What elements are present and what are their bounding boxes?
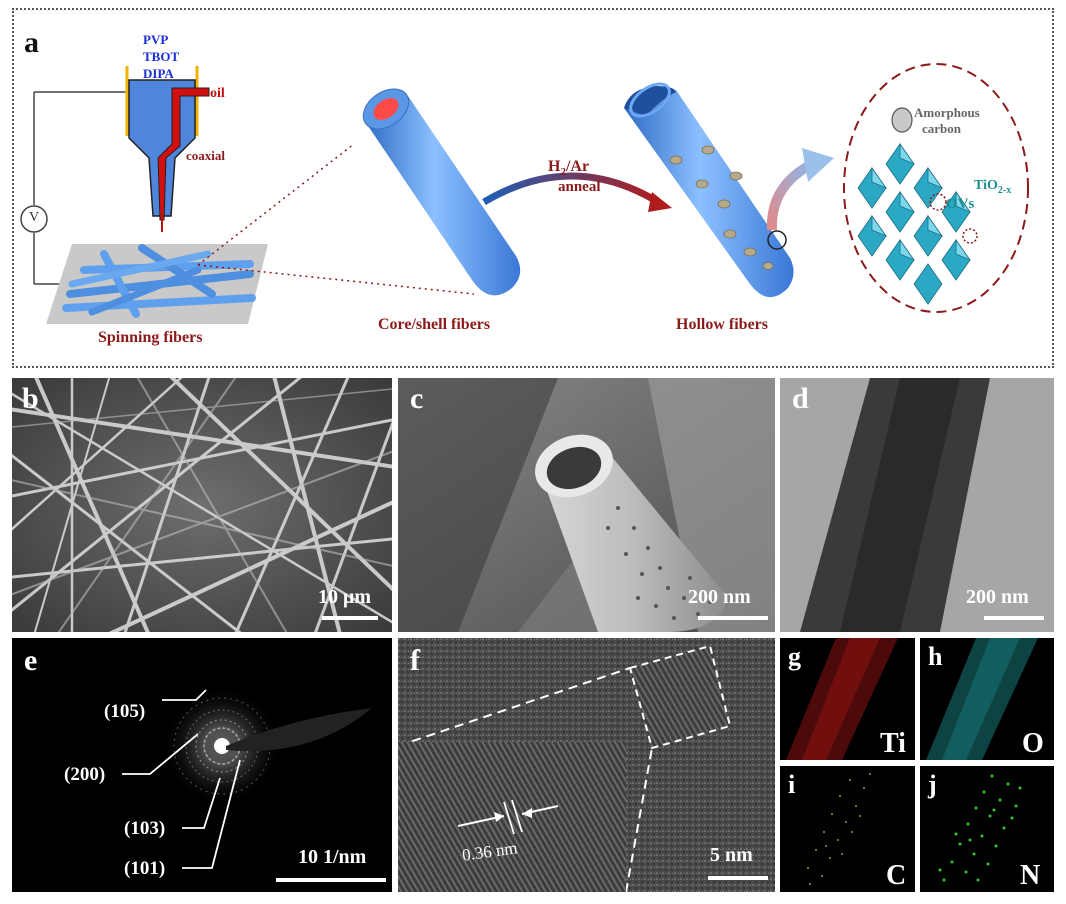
tio2-lattice — [858, 144, 977, 304]
panel-g-label: g — [788, 644, 801, 670]
panel-h-label: h — [928, 644, 942, 670]
precursor-list: PVP TBOT DIPA — [143, 31, 179, 82]
panel-f-scale-bar — [708, 876, 768, 880]
panel-i-element: C — [886, 860, 906, 892]
plane-101-label: (101) — [124, 858, 165, 880]
amorphous-carbon-icon — [892, 108, 912, 132]
panel-f-scale-text: 5 nm — [710, 844, 753, 867]
voltage-label: V — [28, 210, 40, 226]
precursor-dipa: DIPA — [143, 65, 179, 82]
hollow-fiber — [624, 78, 794, 298]
panel-h-element: O — [1022, 728, 1044, 760]
anneal-label: anneal — [558, 179, 601, 196]
panel-i-label: i — [788, 772, 795, 798]
panel-b-scale-bar — [322, 616, 378, 620]
panel-f-label: f — [410, 646, 420, 676]
panel-j-label: j — [928, 772, 937, 798]
ovs-label: OVs — [946, 196, 974, 213]
panel-d-label: d — [792, 384, 809, 414]
spinning-fibers-label: Spinning fibers — [98, 329, 202, 347]
plane-105-label: (105) — [104, 701, 145, 723]
panel-e-scale-text: 10 1/nm — [298, 846, 366, 869]
oil-label: oil — [210, 86, 225, 102]
coaxial-label: coaxial — [186, 148, 225, 164]
tio2-label: TiO2-x — [974, 178, 1011, 196]
core-shell-fiber — [356, 81, 520, 296]
panel-d-scale-text: 200 nm — [966, 586, 1029, 609]
plane-200-label: (200) — [64, 764, 105, 786]
anneal-gas-label: H2/Ar — [548, 158, 589, 178]
amorphous-carbon-label: Amorphous carbon — [914, 105, 980, 137]
panel-d-scale-bar — [984, 616, 1044, 620]
precursor-tbot: TBOT — [143, 48, 179, 65]
coreshell-fibers-label: Core/shell fibers — [378, 316, 490, 334]
panel-b-label: b — [22, 384, 39, 414]
panel-c-scale-text: 200 nm — [688, 586, 751, 609]
panel-g-element: Ti — [880, 728, 906, 760]
hollow-fibers-label: Hollow fibers — [676, 316, 768, 334]
zoom-arrow — [772, 148, 834, 230]
panel-c-label: c — [410, 384, 423, 414]
panel-e-label: e — [24, 646, 37, 676]
panel-b-scale-text: 10 μm — [318, 586, 371, 609]
precursor-pvp: PVP — [143, 31, 179, 48]
panel-c-scale-bar — [698, 616, 768, 620]
plane-103-label: (103) — [124, 818, 165, 840]
panel-e-scale-bar — [276, 878, 386, 882]
panel-j-element: N — [1020, 860, 1040, 892]
